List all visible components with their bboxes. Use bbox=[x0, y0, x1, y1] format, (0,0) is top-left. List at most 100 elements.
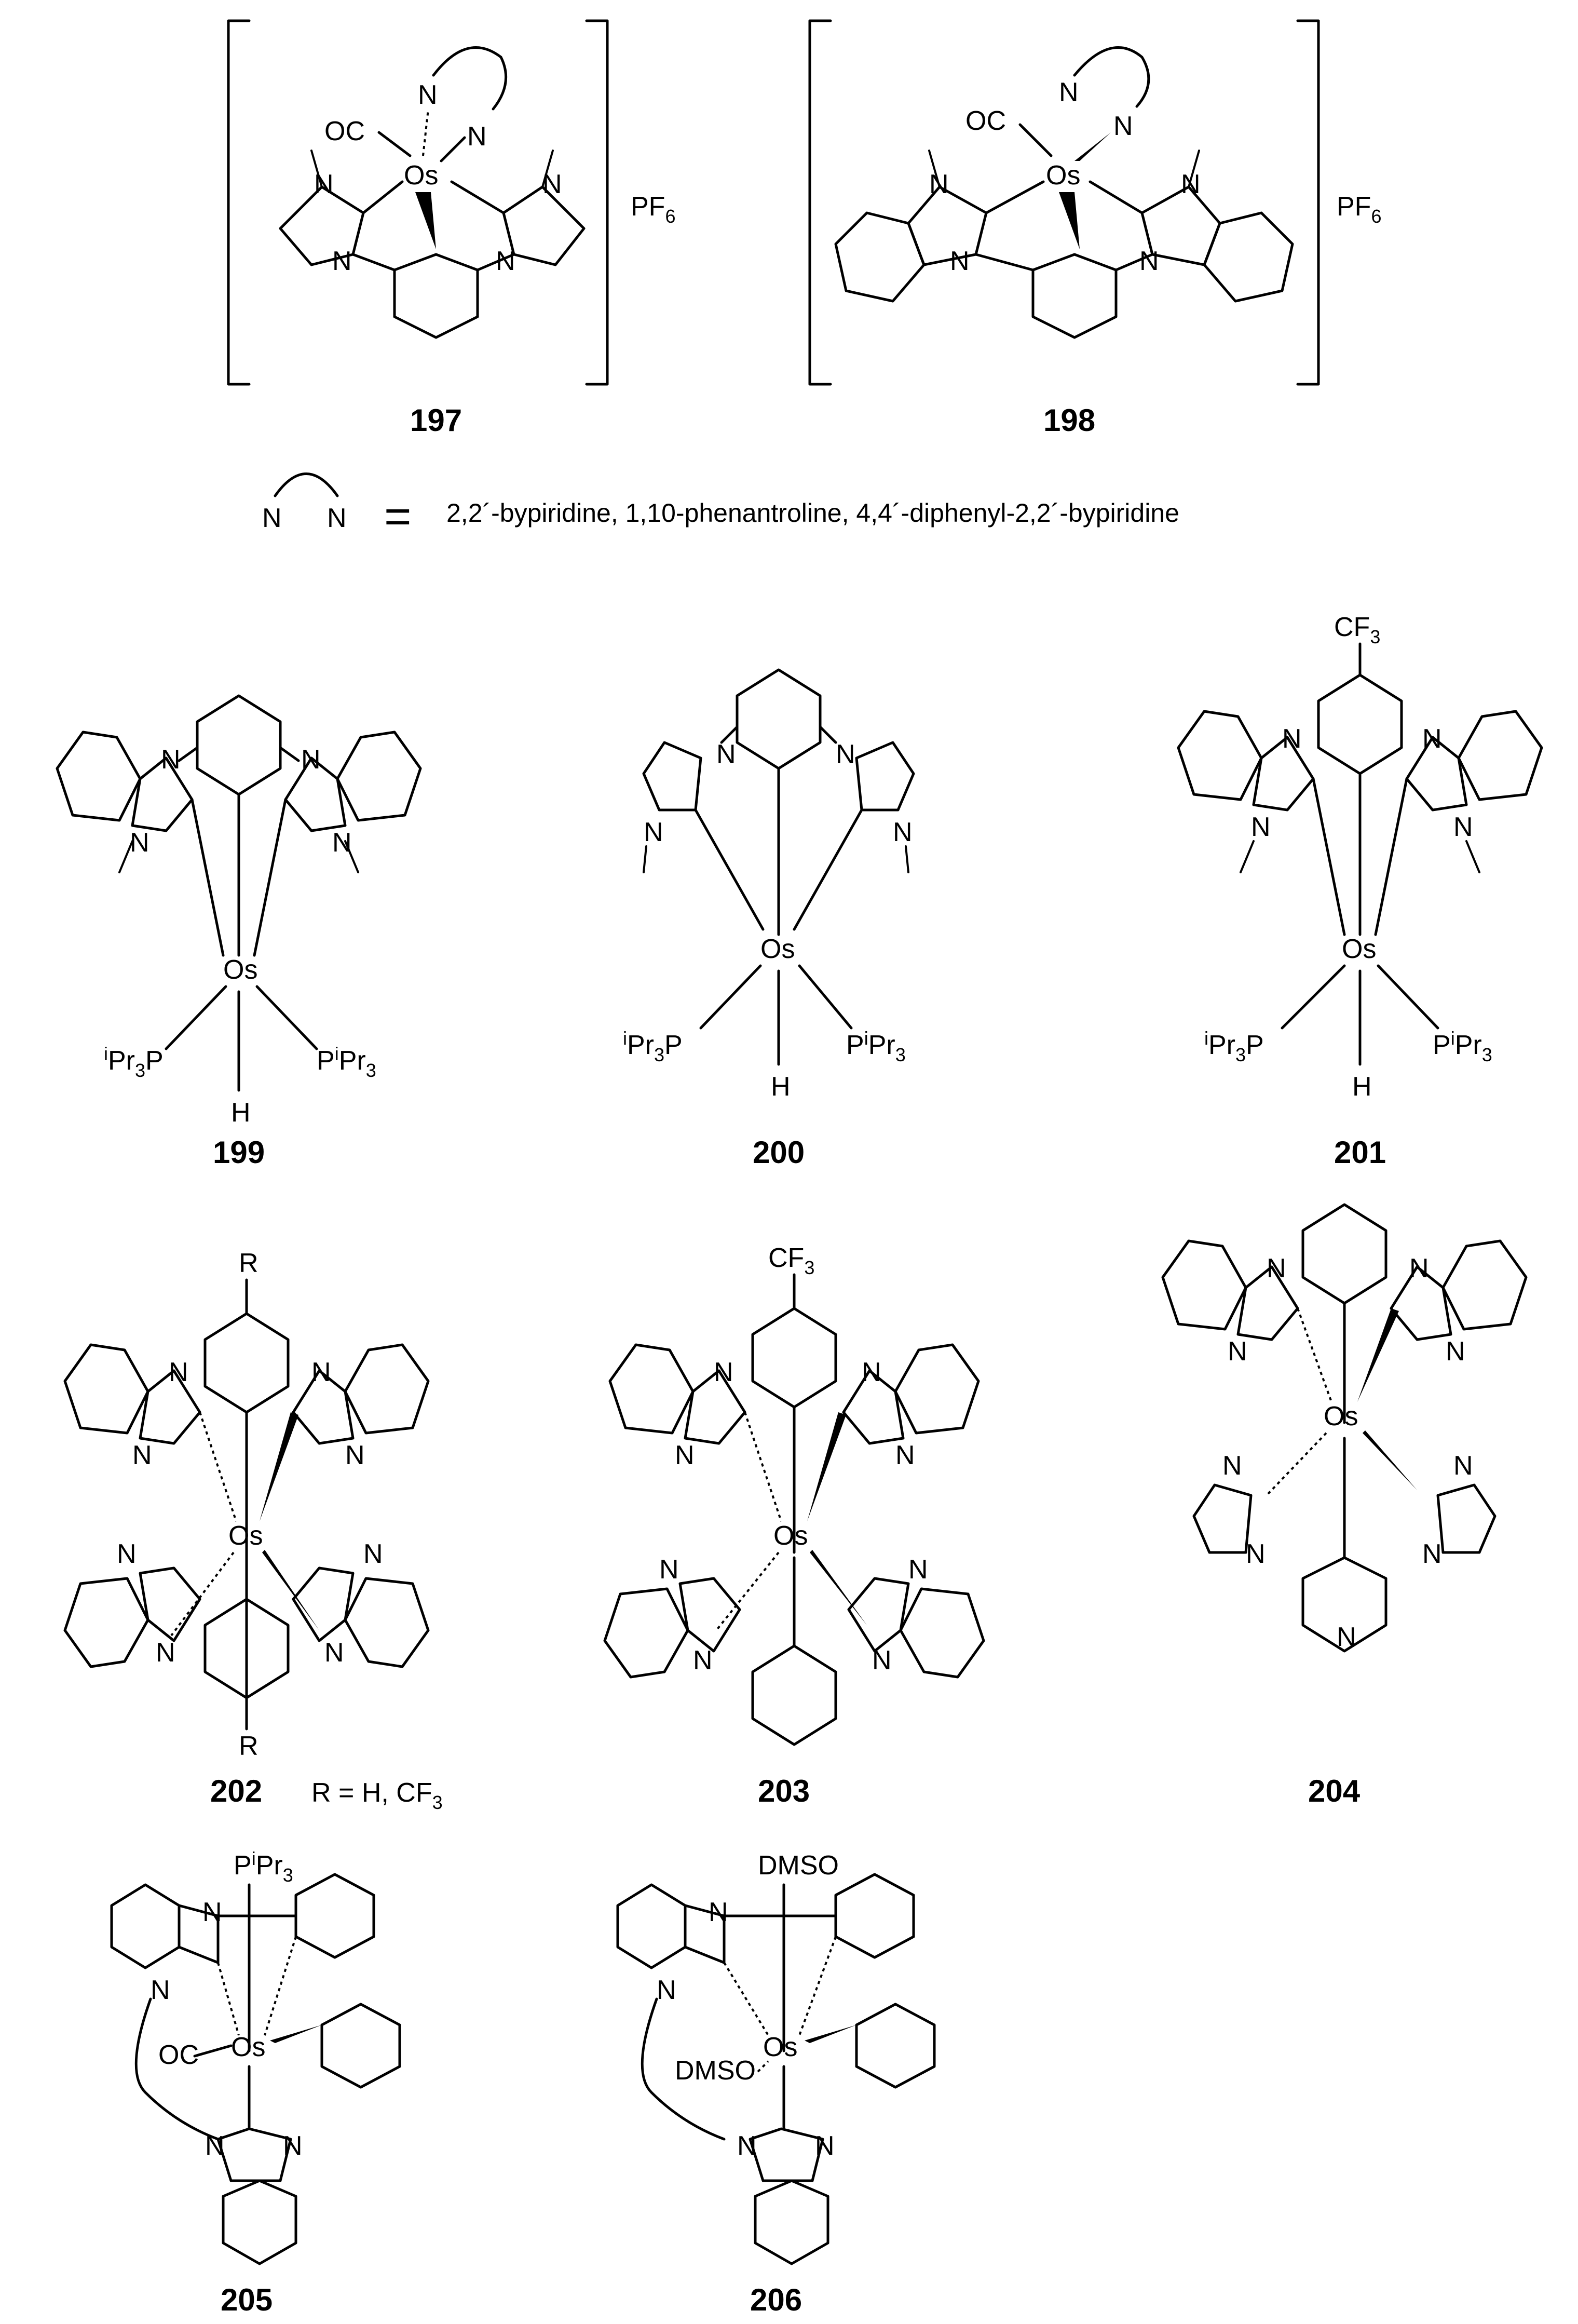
svg-text:N: N bbox=[893, 817, 913, 847]
svg-text:R: R bbox=[239, 1731, 259, 1761]
svg-text:N: N bbox=[332, 828, 352, 858]
svg-text:H: H bbox=[771, 1072, 791, 1102]
compound-201: CF3 N N N N Os iPr3P PiPr3 H 201 bbox=[1177, 612, 1543, 1170]
compound-200: N N N N Os iPr3P PiPr3 H 200 bbox=[623, 668, 915, 1170]
compound-number: 202 bbox=[210, 1774, 262, 1808]
svg-text:N: N bbox=[659, 1555, 679, 1585]
compound-number: 199 bbox=[213, 1135, 265, 1170]
compound-number: 198 bbox=[1043, 403, 1095, 438]
compound-number: 200 bbox=[753, 1135, 805, 1170]
svg-text:N: N bbox=[117, 1539, 137, 1569]
svg-text:N: N bbox=[815, 2131, 835, 2161]
svg-text:N: N bbox=[314, 169, 334, 199]
svg-text:N: N bbox=[1113, 111, 1133, 141]
ligand-legend: N N = 2,2´-bypiridine, 1,10-phenantrolin… bbox=[262, 472, 1179, 543]
svg-text:N: N bbox=[542, 169, 562, 199]
svg-text:N: N bbox=[895, 1440, 915, 1470]
svg-text:N: N bbox=[1453, 812, 1473, 842]
bipyridine-arc bbox=[432, 46, 508, 111]
compound-202: R N N N N Os N N N N R 202 R = H, CF3 bbox=[63, 1248, 443, 1813]
svg-text:Os: Os bbox=[228, 1521, 263, 1551]
svg-text:PiPr3: PiPr3 bbox=[846, 1028, 906, 1065]
svg-text:N: N bbox=[862, 1357, 881, 1387]
svg-text:N: N bbox=[657, 1975, 676, 2005]
cf3-group: CF3 bbox=[1334, 612, 1380, 647]
svg-text:N: N bbox=[1251, 812, 1271, 842]
compound-number: 203 bbox=[758, 1774, 810, 1808]
compound-number: 205 bbox=[221, 2282, 273, 2317]
svg-text:N: N bbox=[151, 1975, 170, 2005]
carbonyl-label: OC bbox=[158, 2040, 199, 2070]
wedge-bond bbox=[415, 192, 436, 249]
svg-text:H: H bbox=[231, 1098, 251, 1128]
svg-text:N: N bbox=[156, 1638, 175, 1668]
svg-text:=: = bbox=[384, 491, 412, 543]
counter-ion: PF6 bbox=[631, 192, 675, 227]
svg-text:N: N bbox=[1228, 1336, 1247, 1367]
svg-text:Os: Os bbox=[1324, 1401, 1358, 1431]
svg-text:N: N bbox=[693, 1645, 713, 1676]
svg-text:R: R bbox=[239, 1248, 259, 1278]
svg-text:H: H bbox=[1352, 1072, 1372, 1102]
svg-text:Os: Os bbox=[760, 934, 795, 964]
svg-text:N: N bbox=[283, 2131, 303, 2161]
svg-text:N: N bbox=[1422, 724, 1442, 754]
svg-text:N: N bbox=[205, 2131, 225, 2161]
svg-text:N: N bbox=[169, 1357, 188, 1387]
svg-text:iPr3P: iPr3P bbox=[623, 1028, 683, 1065]
svg-text:PiPr3: PiPr3 bbox=[1433, 1028, 1492, 1065]
svg-text:N: N bbox=[675, 1440, 695, 1470]
svg-text:N: N bbox=[327, 503, 347, 533]
osmium-center: Os bbox=[404, 160, 438, 191]
svg-text:N: N bbox=[1267, 1253, 1286, 1283]
compound-number: 201 bbox=[1334, 1135, 1386, 1170]
svg-text:N: N bbox=[345, 1440, 365, 1470]
svg-text:N: N bbox=[1446, 1336, 1465, 1367]
svg-text:N: N bbox=[1453, 1451, 1473, 1481]
compound-number: 206 bbox=[750, 2282, 802, 2317]
svg-text:Os: Os bbox=[223, 955, 257, 985]
apical-ligand: DMSO bbox=[758, 1850, 839, 1881]
svg-text:N: N bbox=[1139, 246, 1159, 276]
svg-text:iPr3P: iPr3P bbox=[1204, 1028, 1264, 1065]
svg-text:Os: Os bbox=[1342, 934, 1376, 964]
svg-text:N: N bbox=[1246, 1539, 1266, 1569]
osmium-center: Os bbox=[1046, 160, 1080, 191]
svg-text:N: N bbox=[1337, 1622, 1356, 1652]
compound-199: N N N N Os iPr3P PiPr3 H 199 bbox=[56, 694, 422, 1170]
compound-206: N N DMSO Os DMSO N N 206 bbox=[616, 1850, 936, 2317]
svg-text:N: N bbox=[1282, 724, 1302, 754]
nitrogen-right: N bbox=[467, 121, 487, 152]
compound-number: 197 bbox=[410, 403, 462, 438]
counter-ion: PF6 bbox=[1337, 192, 1381, 227]
svg-text:N: N bbox=[1222, 1451, 1242, 1481]
r-group-note: R = H, CF3 bbox=[311, 1778, 443, 1813]
second-dmso: DMSO bbox=[675, 2056, 756, 2086]
compound-205: N N PiPr3 Os OC N N 205 bbox=[110, 1848, 401, 2317]
bracket-left bbox=[227, 19, 251, 386]
svg-text:Os: Os bbox=[773, 1521, 808, 1551]
svg-text:N: N bbox=[1181, 169, 1201, 199]
svg-text:N: N bbox=[872, 1645, 892, 1676]
cf3-group: CF3 bbox=[768, 1243, 814, 1278]
svg-text:N: N bbox=[714, 1357, 733, 1387]
svg-text:N: N bbox=[709, 1897, 728, 1927]
svg-text:N: N bbox=[737, 2131, 757, 2161]
svg-text:OC: OC bbox=[965, 106, 1006, 136]
nitrogen-top: N bbox=[418, 80, 438, 110]
svg-text:N: N bbox=[262, 503, 282, 533]
svg-text:Os: Os bbox=[763, 2032, 797, 2062]
svg-text:N: N bbox=[716, 739, 736, 769]
svg-text:N: N bbox=[301, 745, 321, 775]
svg-text:iPr3P: iPr3P bbox=[104, 1043, 164, 1081]
carbonyl-label: OC bbox=[324, 116, 365, 146]
svg-text:N: N bbox=[311, 1357, 331, 1387]
svg-text:N: N bbox=[363, 1539, 383, 1569]
svg-text:2,2´-bypiridine, 1,10-phenantr: 2,2´-bypiridine, 1,10-phenantroline, 4,4… bbox=[446, 498, 1179, 528]
svg-text:N: N bbox=[324, 1638, 344, 1668]
svg-text:N: N bbox=[836, 739, 855, 769]
svg-text:N: N bbox=[1422, 1539, 1442, 1569]
svg-text:N: N bbox=[132, 1440, 152, 1470]
svg-text:N: N bbox=[332, 246, 352, 276]
